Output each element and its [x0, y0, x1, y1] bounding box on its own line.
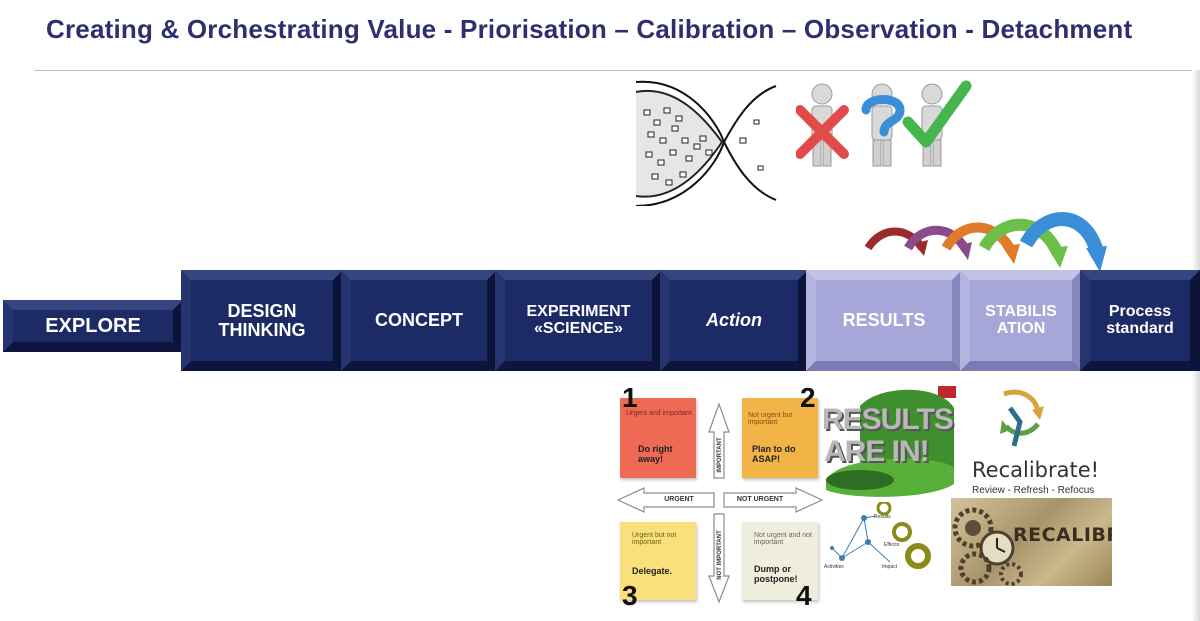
impact-network-diagram: Results Effects Activities Impact	[820, 502, 950, 582]
step-design-thinking: DESIGN THINKING	[181, 270, 343, 371]
results-mailbox-image: RESULTS ARE IN!	[820, 384, 960, 502]
step-stabilisation-label: STABILIS ATION	[985, 302, 1057, 337]
eisenhower-matrix: Urgent and important Do right away! Not …	[614, 380, 824, 612]
network-graph	[830, 502, 931, 569]
step-results: RESULTS	[806, 270, 962, 371]
recalibrate-banner-image: RECALIBRATE	[951, 498, 1112, 586]
step-action-label: Action	[706, 310, 762, 331]
axis-not-urgent-label: NOT URGENT	[736, 496, 784, 503]
progress-arrows-graphic	[864, 212, 1107, 272]
figure-question	[861, 83, 905, 167]
figure-approve	[902, 80, 972, 167]
step-concept-label: CONCEPT	[374, 310, 463, 331]
quadrant-number-3: 3	[622, 580, 638, 611]
step-explore-label: EXPLORE	[45, 314, 141, 337]
network-results-label: Results	[874, 514, 891, 520]
quadrant-plan-category: Not urgent but important	[748, 412, 793, 426]
quadrant-dump-action: Dump or postpone!	[754, 564, 798, 584]
title-divider	[34, 70, 1194, 71]
step-experiment: EXPERIMENT «SCIENCE»	[495, 270, 662, 371]
quadrant-delegate-category: Urgent but not important	[632, 532, 677, 546]
quadrant-dump-category: Not urgent and not important	[754, 532, 812, 546]
quadrant-do: Urgent and important Do right away!	[620, 398, 696, 478]
quadrant-plan: Not urgent but important Plan to do ASAP…	[742, 398, 818, 478]
funnel-filter-image	[636, 80, 779, 206]
recalibrate-title: Recalibrate!	[972, 458, 1100, 482]
quadrant-delegate-action: Delegate.	[632, 566, 673, 576]
results-headline-line1: RESULTS	[822, 403, 954, 436]
axis-important-label: IMPORTANT	[717, 437, 723, 473]
quadrant-dump: Not urgent and not important Dump or pos…	[742, 522, 818, 600]
results-headline-line2: ARE IN!	[824, 435, 930, 468]
step-action: Action	[660, 270, 808, 371]
step-results-label: RESULTS	[842, 310, 926, 331]
step-stabilisation: STABILIS ATION	[960, 270, 1082, 371]
reject-question-approve-figures	[796, 80, 972, 167]
step-concept: CONCEPT	[341, 270, 497, 371]
network-activities-label: Activities	[824, 564, 844, 570]
quadrant-do-category: Urgent and important	[626, 410, 692, 417]
network-impact-label: Impact	[882, 564, 898, 570]
network-effects-label: Effects	[884, 542, 900, 548]
page-title: Creating & Orchestrating Value - Prioris…	[46, 14, 1133, 44]
mailbox-icon	[826, 386, 956, 497]
step-design-thinking-label: DESIGN THINKING	[218, 300, 306, 340]
step-process-standard-label: Process standard	[1106, 302, 1174, 337]
step-experiment-label: EXPERIMENT «SCIENCE»	[526, 302, 631, 337]
recalibrate-logo-icon	[1000, 389, 1044, 447]
quadrant-number-2: 2	[800, 382, 816, 413]
gears-clock-icon	[952, 507, 1023, 586]
quadrant-delegate: Urgent but not important Delegate.	[620, 522, 696, 600]
recalibrate-banner-text: RECALIBRATE	[1013, 524, 1112, 546]
quadrant-number-4: 4	[796, 580, 812, 611]
step-process-standard: Process standard	[1080, 270, 1200, 371]
matrix-axis-arrows	[616, 402, 824, 604]
quadrant-number-1: 1	[622, 382, 638, 413]
step-explore: EXPLORE	[3, 300, 183, 352]
recalibrate-subtitle: Review - Refresh - Refocus	[972, 485, 1095, 496]
axis-not-important-label: NOT IMPORTANT	[717, 530, 723, 580]
quadrant-do-action: Do right away!	[638, 444, 673, 464]
figure-reject	[796, 83, 849, 167]
quadrant-plan-action: Plan to do ASAP!	[752, 444, 796, 464]
axis-urgent-label: URGENT	[664, 496, 694, 503]
